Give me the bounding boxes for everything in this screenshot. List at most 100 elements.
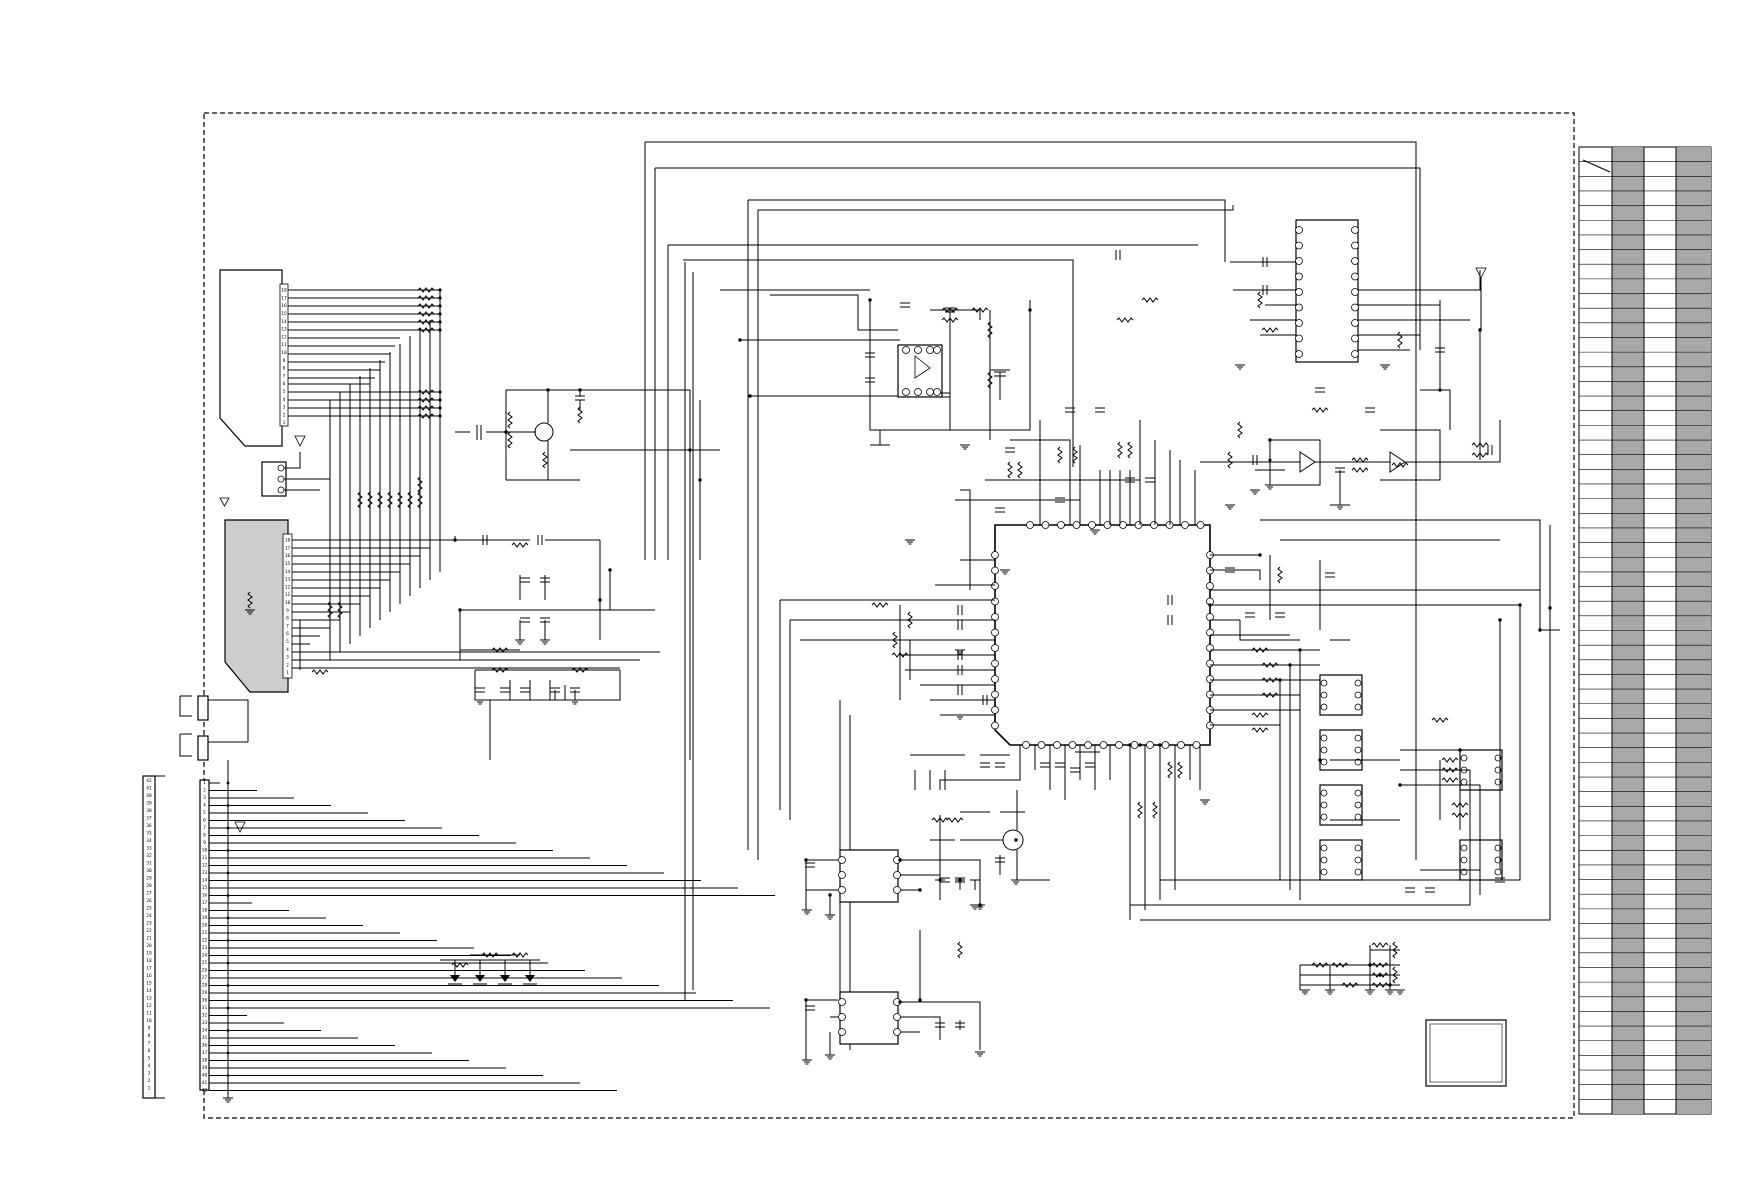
capacitor [475, 687, 485, 693]
upper-plug-pin: 12 [281, 334, 287, 340]
capacitor [1115, 250, 1121, 260]
ic-pin [1206, 659, 1214, 668]
ic-pin [1354, 801, 1362, 809]
resistor [1441, 777, 1459, 783]
ic-pin [1460, 844, 1468, 852]
ic-pin [1057, 521, 1065, 529]
upper-plug-pin: 6 [283, 381, 286, 387]
ic-pin [991, 675, 999, 683]
opamp-pair-right [1200, 300, 1501, 506]
ic-pin [991, 644, 999, 652]
ground-icon [955, 714, 965, 720]
capacitor [957, 650, 963, 660]
ic-pin [1320, 868, 1328, 876]
resistor [1141, 297, 1159, 303]
junction-dot [578, 388, 582, 392]
resistor [417, 311, 435, 317]
capacitor [982, 695, 988, 705]
right-side-wiring [1130, 525, 1551, 921]
right-connector-pin: 22 [202, 938, 208, 944]
ground-icon [475, 699, 485, 705]
ic-pin [1099, 741, 1108, 749]
left-connector-pin: 16 [146, 973, 152, 979]
right-connector-pin: 33 [202, 1020, 208, 1026]
capacitor [865, 377, 875, 383]
lower-plug-pin: 8 [286, 616, 289, 622]
resistor [1261, 327, 1279, 333]
right-connector-pin: 42 [202, 1088, 208, 1094]
ground-icon [1011, 879, 1021, 885]
lower-plug-pin: 18 [285, 538, 291, 544]
capacitor [1005, 447, 1015, 453]
ic-pin [991, 721, 999, 730]
junction-dot [1278, 678, 1282, 682]
ic-pin [1088, 521, 1096, 529]
ground-icon [1000, 569, 1010, 575]
capacitor [1225, 567, 1235, 573]
resistor [491, 647, 509, 653]
resistor [507, 431, 513, 449]
junction-dot [1388, 983, 1392, 987]
ic-pin [1351, 241, 1359, 250]
capacitor [1335, 467, 1345, 473]
resistor [1392, 941, 1398, 959]
left-vertical-bus [329, 312, 441, 660]
resistor [1331, 962, 1349, 968]
ic-pin [1320, 679, 1328, 687]
left-connector-pin: 20 [146, 943, 152, 949]
right-connector-pin: 36 [202, 1043, 208, 1049]
upper-plug-pin: 5 [283, 389, 286, 395]
left-connector-pin: 2 [148, 1078, 151, 1084]
lower-plug-pin: 5 [286, 639, 289, 645]
junction-dots [453, 298, 1552, 1004]
capacitor [550, 687, 560, 693]
right-connector-pin: 10 [202, 848, 208, 854]
resistor [507, 411, 513, 429]
upper-plug-pin: 4 [283, 397, 286, 403]
ic-pin [1320, 789, 1328, 797]
junction-dot [898, 858, 902, 862]
capacitor [520, 687, 530, 693]
ic-pin [1181, 521, 1189, 529]
right-connector-pin: 35 [202, 1035, 208, 1041]
ic-pin [1460, 778, 1468, 786]
left-connector-pin: 24 [146, 913, 152, 919]
transistor-stage-1 [455, 389, 720, 760]
ic-pin [1146, 741, 1154, 749]
ground-icon [975, 1051, 985, 1057]
capacitor [1065, 407, 1075, 413]
main-ic-left-wiring [779, 420, 1196, 1050]
ic-pin [1206, 582, 1214, 590]
lower-plug-pin: 3 [286, 655, 289, 661]
right-connector-pin: 9 [203, 840, 206, 846]
resistor [491, 667, 509, 673]
capacitor [1495, 877, 1505, 883]
ic-pin [1295, 226, 1303, 234]
upper-plug-pin: 10 [281, 350, 287, 356]
right-connector-pin: 3 [203, 795, 206, 801]
ic-pin [1351, 272, 1359, 281]
ic-pin [933, 346, 941, 354]
left-connector-pin: 25 [146, 906, 152, 912]
ic-pin [1295, 303, 1303, 312]
resistor [1251, 727, 1269, 733]
resistor [1451, 802, 1469, 808]
resistor [1391, 462, 1409, 468]
ground-icon [1300, 989, 1310, 995]
resistor [397, 491, 403, 509]
right-connector-pin: 39 [202, 1065, 208, 1071]
right-connector-pin: 32 [202, 1013, 208, 1019]
resistor [946, 817, 964, 823]
blank-note-box [1425, 1019, 1507, 1087]
dual-opamp-ic-top [740, 294, 1031, 446]
ic-pin [1295, 241, 1303, 250]
capacitor [1055, 762, 1065, 768]
ic-pin [1320, 813, 1328, 821]
left-connector-pin: 17 [146, 966, 152, 972]
board-outline [203, 112, 1575, 1119]
capacitor [957, 605, 963, 615]
resistor [481, 952, 499, 958]
ic-pin [991, 613, 999, 621]
